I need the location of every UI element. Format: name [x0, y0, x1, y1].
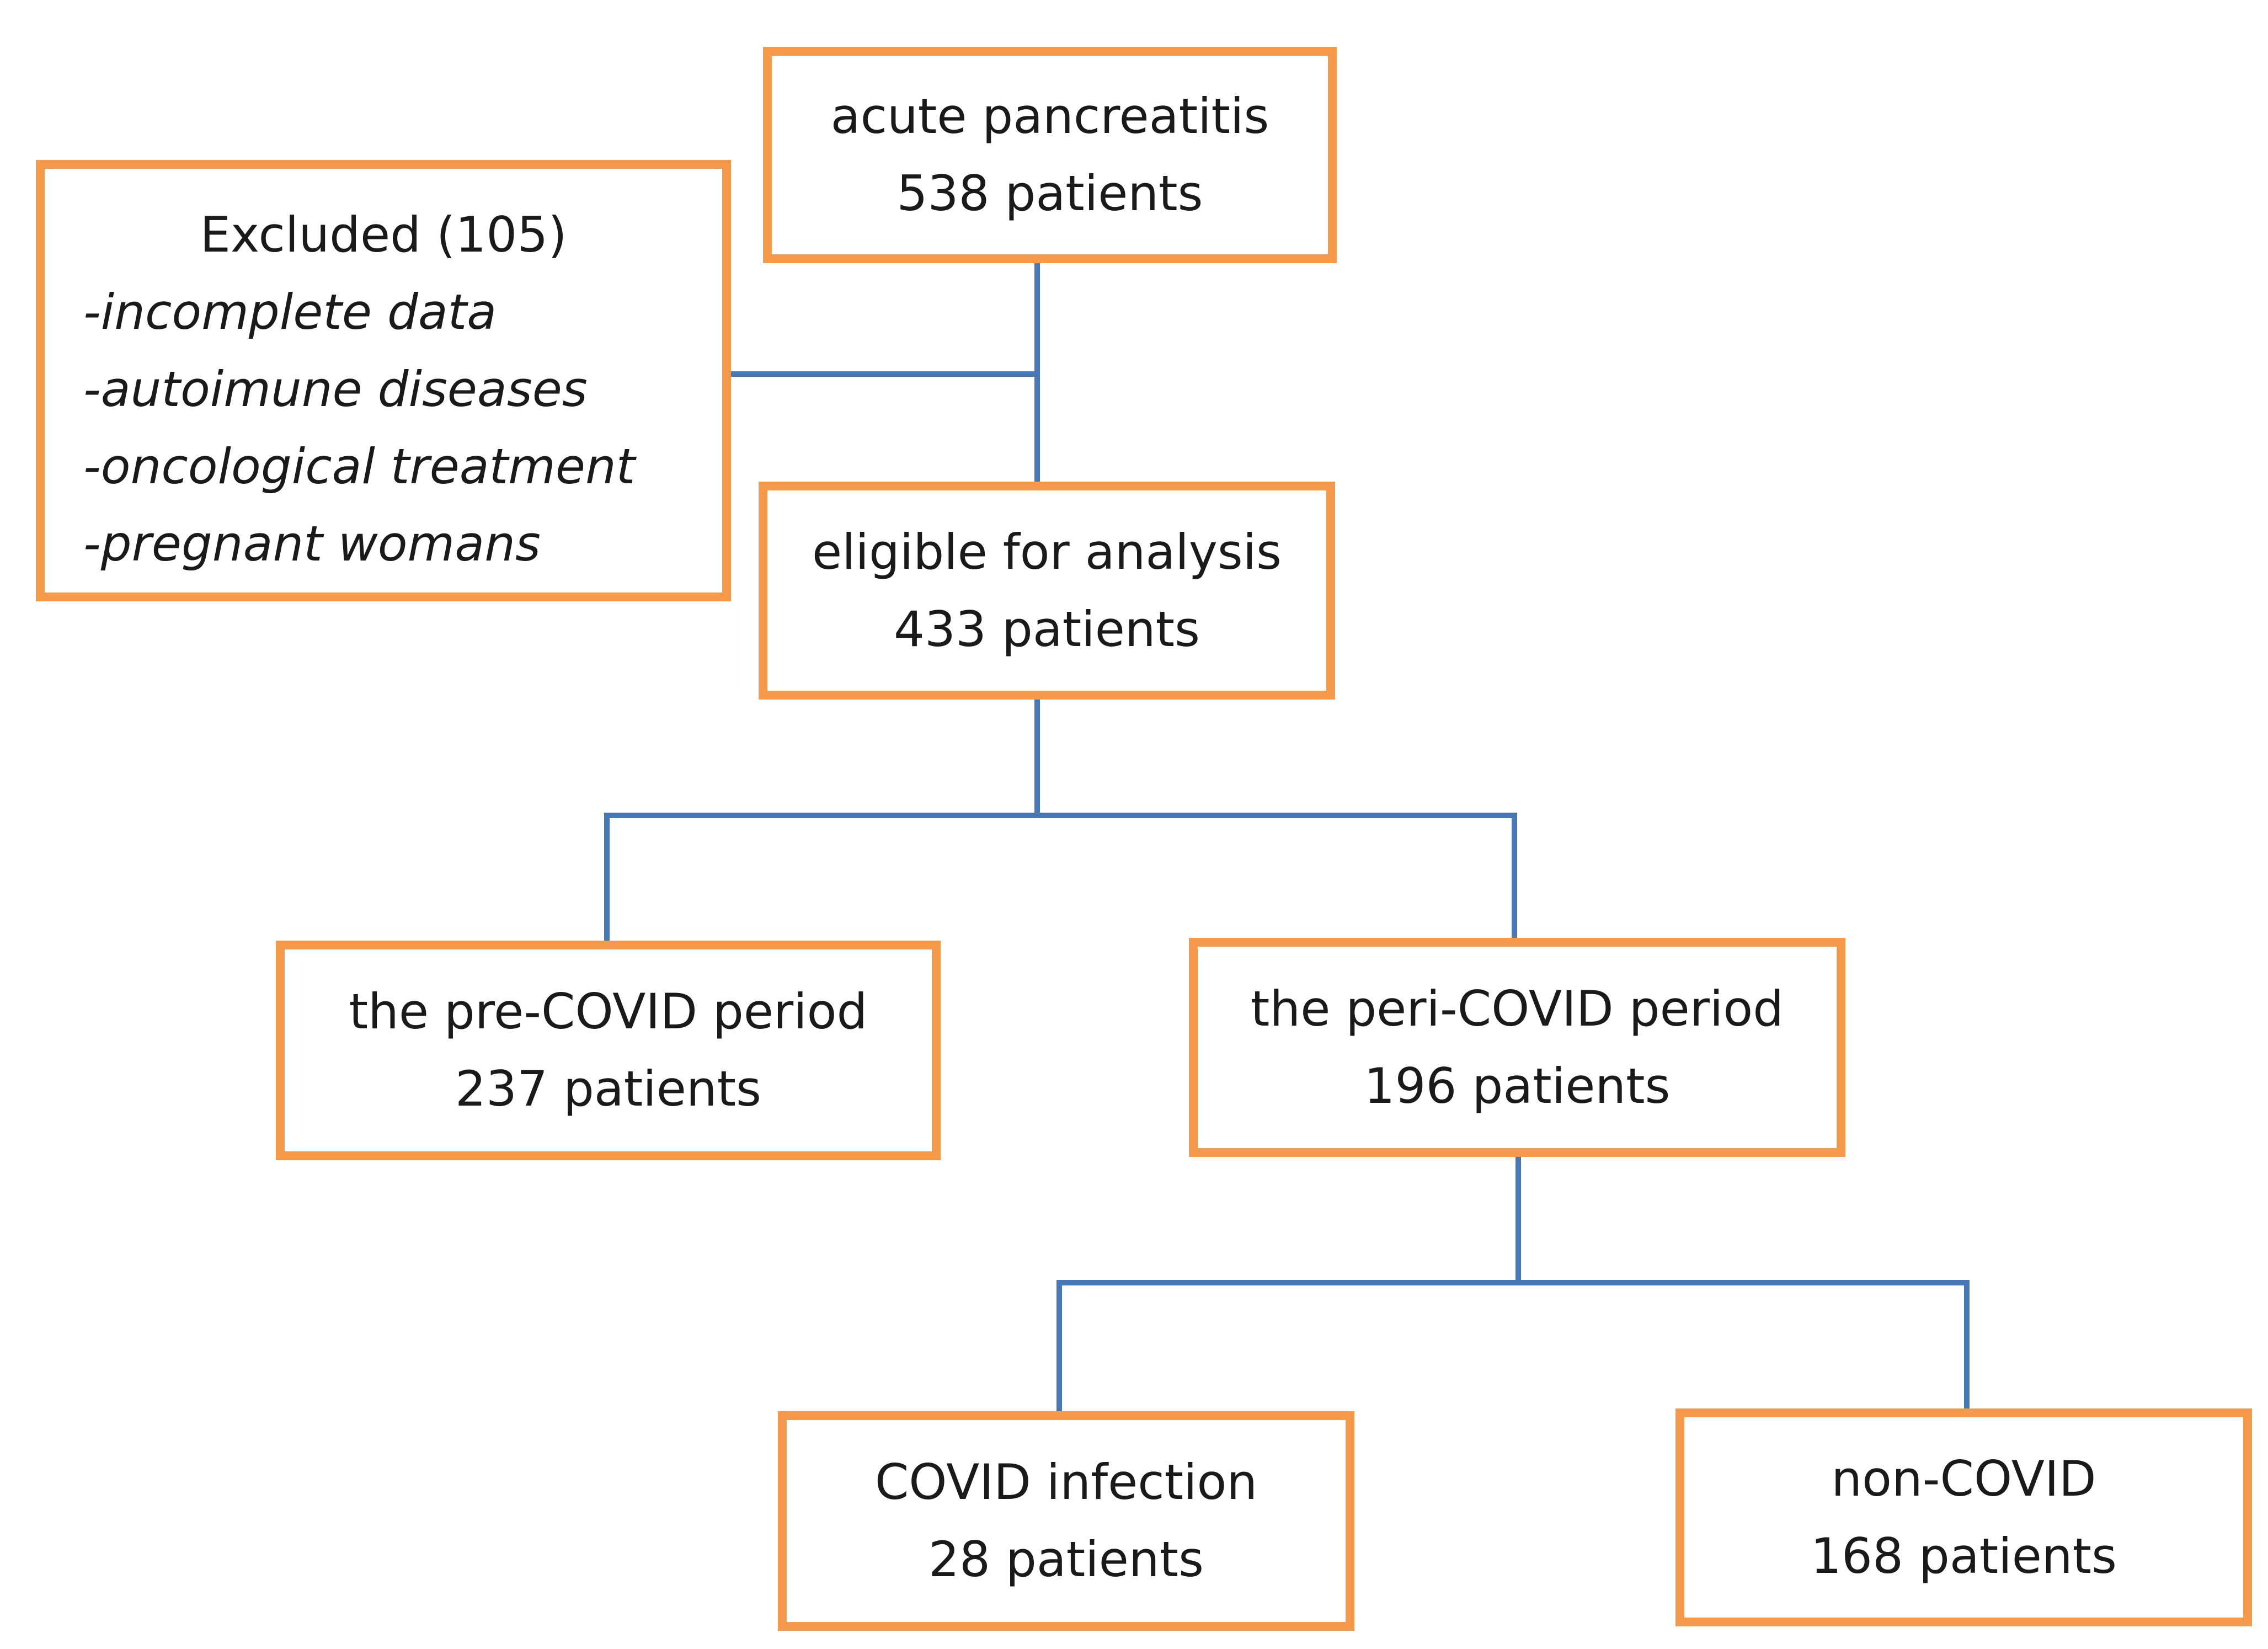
eligible-title: eligible for analysis [812, 523, 1282, 580]
pre-covid-count: 237 patients [455, 1060, 761, 1117]
peri-covid-box: the peri-COVID period 196 patients [1189, 938, 1845, 1157]
eligible-box: eligible for analysis 433 patients [759, 482, 1335, 700]
excluded-criterion: -autoimune diseases [83, 361, 588, 418]
excluded-criterion: -incomplete data [83, 284, 497, 340]
excluded-box: Excluded (105) -incomplete data -autoimu… [36, 160, 731, 601]
covid-infection-count: 28 patients [928, 1531, 1204, 1588]
excluded-title: Excluded (105) [200, 206, 567, 263]
peri-covid-count: 196 patients [1364, 1057, 1671, 1114]
non-covid-box: non-COVID 168 patients [1675, 1408, 2252, 1626]
non-covid-title: non-COVID [1831, 1450, 2096, 1507]
eligible-count: 433 patients [894, 600, 1200, 658]
excluded-criterion: -oncological treatment [83, 438, 636, 495]
pre-covid-box: the pre-COVID period 237 patients [276, 941, 941, 1160]
excluded-criterion: -pregnant womans [83, 515, 541, 572]
start-box: acute pancreatitis 538 patients [763, 47, 1337, 263]
non-covid-count: 168 patients [1811, 1527, 2117, 1584]
start-count: 538 patients [896, 165, 1203, 222]
peri-covid-title: the peri-COVID period [1250, 980, 1784, 1037]
covid-infection-title: COVID infection [874, 1454, 1258, 1511]
start-title: acute pancreatitis [830, 88, 1269, 145]
covid-infection-box: COVID infection 28 patients [778, 1411, 1354, 1631]
pre-covid-title: the pre-COVID period [349, 983, 868, 1040]
